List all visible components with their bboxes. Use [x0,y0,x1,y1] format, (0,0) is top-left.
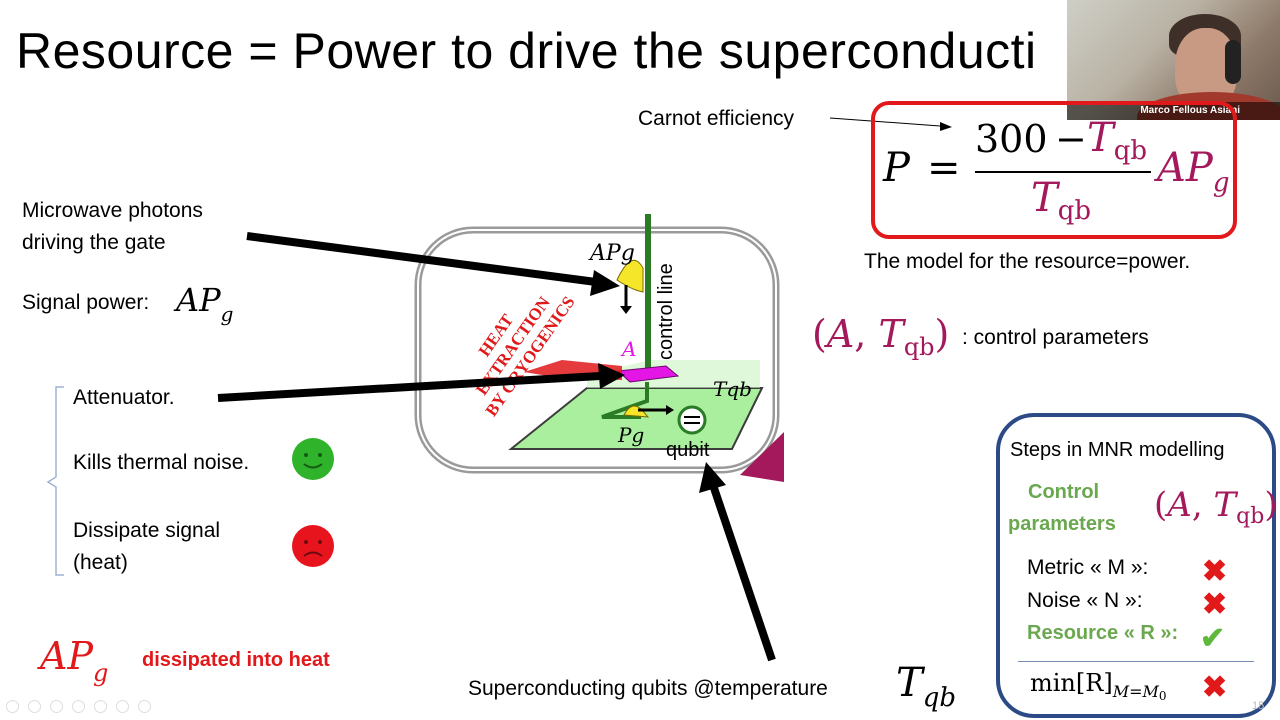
params-math: (A, Tqb) [812,312,950,361]
headset [1225,40,1241,84]
steps-title: Steps in MNR modelling [1010,439,1225,461]
signal-power-AP: AP [176,281,221,319]
signal-power-label: Signal power: [22,291,150,314]
page-number: 15 [1252,700,1265,712]
bottom-caption: Superconducting qubits @temperature [468,677,828,700]
params-paren-close: ) [934,312,950,356]
steps-resource: Resource « R »: [1027,622,1179,644]
diagram-A-label: A [620,337,636,361]
slide-title: Resource = Power to drive the supercondu… [16,23,1037,79]
dissipated-g: g [93,659,109,687]
kills-noise-label: Kills thermal noise. [73,451,250,474]
steps-box: Steps in MNR modelling Control parameter… [996,413,1278,718]
params-label: : control parameters [962,326,1149,349]
microwave-line-1: Microwave photons [22,199,203,222]
pen-icon[interactable] [50,700,63,713]
formula-box: P = 300 − Tqb Tqb APg [871,101,1237,239]
microwave-label: Microwave photons driving the gate [22,195,203,259]
next-slide-icon[interactable] [28,700,41,713]
formula-minus: − [1055,117,1087,161]
diagram-APg-label: APg [588,241,635,266]
bottom-T: T [896,660,923,706]
params-qb: qb [903,333,935,361]
diagram-Tqb-label: Tqb [713,377,752,401]
left-bracket [46,386,64,576]
params-T: T [878,312,904,356]
params-comma: , [854,312,879,356]
attenuator-label: Attenuator. [73,386,175,409]
control-line-label: control line [655,263,677,360]
steps-min-text: min[R] [1030,669,1113,697]
steps-comma: , [1191,485,1214,525]
signal-power-math: APg [176,281,233,326]
formula-equals: = [927,145,961,191]
steps-T: T [1213,485,1237,525]
frown-face-icon [292,525,334,567]
formula-APg: APg [1157,145,1229,198]
steps-control-line-2: parameters [1008,513,1116,535]
video-icon[interactable] [116,700,129,713]
resource-check-icon: ✔ [1200,622,1226,655]
formula-den-qb: qb [1057,196,1091,226]
dissipated-AP: AP [40,634,94,678]
microwave-line-2: driving the gate [22,231,166,254]
dissipated-math: APg [40,634,108,687]
dissipate-line-1: Dissipate signal [73,519,221,542]
formula-AP: AP [1157,145,1213,191]
formula-den-T: Tqb [1031,175,1091,226]
formula-num-T-letter: T [1087,115,1114,161]
diagram-Pg-label: Pg [617,423,644,447]
signal-power-g: g [220,302,234,326]
steps-paren-open: ( [1154,485,1168,525]
steps-control-line-1: Control [1028,481,1100,503]
params-A: A [826,312,855,356]
cryostat-diagram: HEAT EXTRACTION BY CRYOGENICS control li… [414,214,784,482]
steps-noise: Noise « N »: [1027,589,1143,612]
min-x-icon: ✖ [1202,671,1228,704]
zoom-icon[interactable] [72,700,85,713]
params-paren-open: ( [812,312,827,356]
dissipate-line-2: (heat) [73,551,128,574]
diagram-qubit-label: qubit [666,439,710,461]
dissipated-text: dissipated into heat [142,649,330,671]
steps-min: min[R]M=M0 [1030,669,1167,703]
bottom-qb: qb [922,683,956,713]
prev-slide-icon[interactable] [6,700,19,713]
steps-metric: Metric « M »: [1027,556,1149,579]
carnot-label: Carnot efficiency [638,107,795,130]
participant-video[interactable]: Marco Fellous Asiani [1067,0,1280,120]
steps-A: A [1167,485,1192,525]
grid-icon[interactable] [94,700,107,713]
slide-nav-toolbar[interactable] [6,700,206,716]
dissipate-label: Dissipate signal (heat) [73,515,220,579]
formula-num-qb: qb [1113,136,1147,166]
formula-P: P [883,145,910,191]
noise-x-icon: ✖ [1202,588,1228,621]
steps-control-math: (A, Tqb) [1154,485,1278,529]
formula-g: g [1212,168,1230,198]
steps-min-sub: M=M [1112,682,1159,701]
more-icon[interactable] [138,700,151,713]
model-caption: The model for the resource=power. [864,250,1191,273]
smiley-face-icon [292,438,334,480]
formula-den-T-letter: T [1031,175,1058,221]
formula-num-T: Tqb [1087,115,1147,166]
formula-fraction-bar [975,171,1151,173]
steps-paren-close: ) [1264,485,1278,525]
bottom-caption-math: Tqb [896,660,956,713]
steps-qb: qb [1236,504,1265,529]
formula-300: 300 [975,117,1048,161]
steps-divider [1018,661,1254,662]
metric-x-icon: ✖ [1202,555,1228,588]
steps-min-sub0: 0 [1158,689,1167,703]
